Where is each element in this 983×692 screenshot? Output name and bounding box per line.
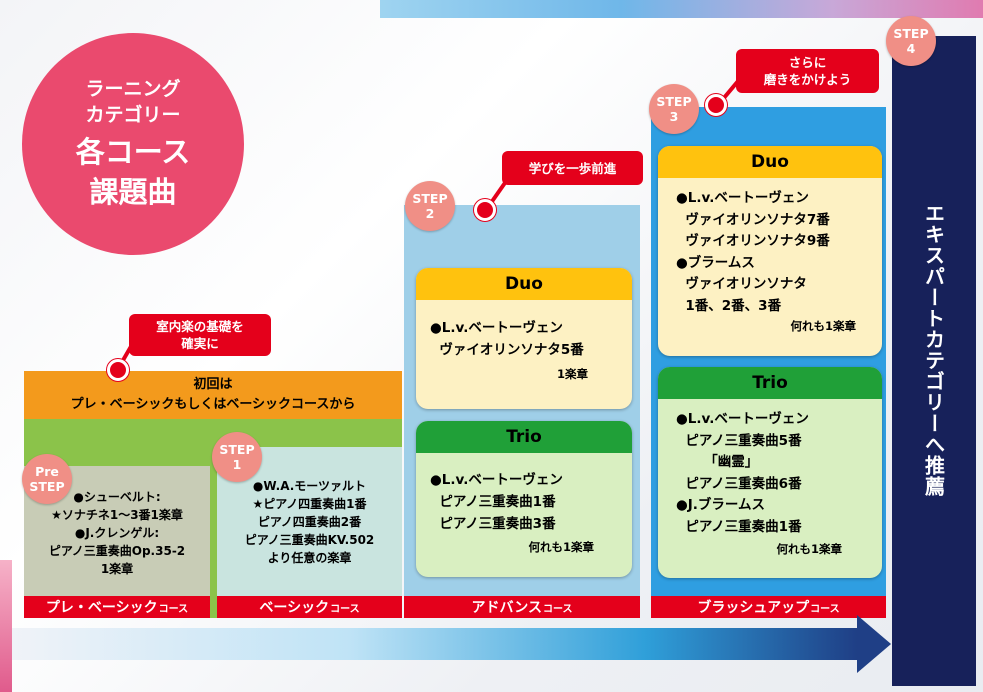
advance-duo-card: Duo ●L.v.ベートーヴェン ヴァイオリンソナタ5番 1楽章	[416, 268, 632, 409]
brush-callout-line-2: 磨きをかけよう	[763, 72, 852, 87]
step-4-line-1: STEP	[893, 26, 929, 41]
progress-arrow	[12, 628, 857, 660]
basic-pieces: ●W.A.モーツァルト ★ピアノ四重奏曲1番 ピアノ四重奏曲2番 ピアノ三重奏曲…	[244, 478, 375, 565]
pre-basic-label-text: プレ・ベーシック	[45, 600, 158, 616]
pre-basic-course-label: プレ・ベーシックコース	[24, 596, 210, 618]
chamber-callout: 室内楽の基礎を 確実に	[129, 314, 271, 356]
advance-trio-pieces: ●L.v.ベートーヴェン ピアノ三重奏曲1番 ピアノ三重奏曲3番	[430, 472, 563, 532]
chamber-callout-line-2: 確実に	[181, 336, 219, 351]
pre-basic-box: ●シューベルト: ★ソナチネ1～3番1楽章 ●J.クレンゲル: ピアノ三重奏曲O…	[24, 466, 210, 596]
decorative-left-band	[0, 560, 12, 692]
first-time-line-1: 初回は	[193, 377, 233, 392]
step-2-badge: STEP 2	[405, 181, 455, 231]
expert-column	[892, 36, 976, 686]
advance-course-label: アドバンスコース	[404, 596, 640, 618]
title-line-1: ラーニング	[85, 78, 181, 100]
title-circle: ラーニング カテゴリー 各コース 課題曲	[22, 33, 244, 255]
brushup-trio-pieces: ●L.v.ベートーヴェン ピアノ三重奏曲5番 「幽霊」 ピアノ三重奏曲6番 ●J…	[676, 411, 809, 535]
step-4-line-2: 4	[906, 41, 916, 56]
step-3-line-2: 3	[669, 109, 679, 124]
brush-callout-dot	[705, 94, 727, 116]
pre-step-line-2: STEP	[29, 479, 65, 494]
progress-arrow-head	[857, 615, 891, 673]
chamber-callout-line-1: 室内楽の基礎を	[156, 319, 244, 334]
advance-duo-pieces: ●L.v.ベートーヴェン ヴァイオリンソナタ5番	[430, 320, 584, 358]
step-1-line-2: 1	[232, 457, 242, 472]
brushup-label-suffix: コース	[810, 603, 840, 615]
advance-duo-title: Duo	[416, 268, 632, 300]
advance-trio-title: Trio	[416, 421, 632, 453]
title-line-2: カテゴリー	[85, 104, 181, 126]
title-line-3: 各コース	[75, 135, 191, 169]
advance-label-text: アドバンス	[471, 600, 542, 616]
chamber-callout-dot	[107, 359, 129, 381]
step-1-badge: STEP 1	[212, 432, 262, 482]
decorative-top-band	[380, 0, 983, 18]
advance-callout-dot	[474, 199, 496, 221]
pre-basic-pieces: ●シューベルト: ★ソナチネ1～3番1楽章 ●J.クレンゲル: ピアノ三重奏曲O…	[48, 490, 186, 576]
brushup-duo-title: Duo	[658, 146, 882, 178]
step-2-line-1: STEP	[412, 191, 448, 206]
advance-trio-note: 何れも1楽章	[528, 540, 594, 554]
brushup-trio-title: Trio	[658, 367, 882, 399]
step-1-line-1: STEP	[219, 442, 255, 457]
brush-callout: さらに 磨きをかけよう	[736, 49, 879, 93]
step-3-line-1: STEP	[656, 94, 692, 109]
advance-callout-line-1: 学びを一歩前進	[528, 160, 617, 176]
brush-callout-line-1: さらに	[788, 55, 827, 70]
basic-course-label: ベーシックコース	[217, 596, 402, 618]
brushup-label-text: ブラッシュアップ	[697, 600, 810, 616]
basic-label-suffix: コース	[330, 603, 360, 615]
basic-label-text: ベーシック	[259, 600, 330, 616]
pre-step-line-1: Pre	[35, 464, 59, 479]
pre-step-badge: Pre STEP	[22, 454, 72, 504]
step-3-badge: STEP 3	[649, 84, 699, 134]
brushup-trio-card: Trio ●L.v.ベートーヴェン ピアノ三重奏曲5番 「幽霊」 ピアノ三重奏曲…	[658, 367, 882, 578]
brushup-duo-pieces: ●L.v.ベートーヴェン ヴァイオリンソナタ7番 ヴァイオリンソナタ9番 ●ブラ…	[676, 190, 830, 314]
pre-basic-label-suffix: コース	[158, 603, 189, 615]
advance-trio-card: Trio ●L.v.ベートーヴェン ピアノ三重奏曲1番 ピアノ三重奏曲3番 何れ…	[416, 421, 632, 577]
step-2-line-2: 2	[425, 206, 435, 221]
first-time-banner: 初回は プレ・ベーシックもしくはベーシックコースから	[24, 371, 402, 419]
brushup-duo-card: Duo ●L.v.ベートーヴェン ヴァイオリンソナタ7番 ヴァイオリンソナタ9番…	[658, 146, 882, 356]
expert-recommendation-text: エキスパートカテゴリーへ推薦	[921, 203, 946, 497]
brushup-course-label: ブラッシュアップコース	[651, 596, 886, 618]
first-time-line-2: プレ・ベーシックもしくはベーシックコースから	[70, 397, 356, 412]
title-line-4: 課題曲	[89, 175, 177, 209]
advance-label-suffix: コース	[542, 603, 573, 615]
brushup-duo-note: 何れも1楽章	[790, 319, 856, 333]
advance-duo-note: 1楽章	[556, 367, 588, 381]
brushup-trio-note: 何れも1楽章	[776, 542, 842, 556]
step-4-badge: STEP 4	[886, 16, 936, 66]
advance-callout: 学びを一歩前進	[502, 151, 643, 185]
